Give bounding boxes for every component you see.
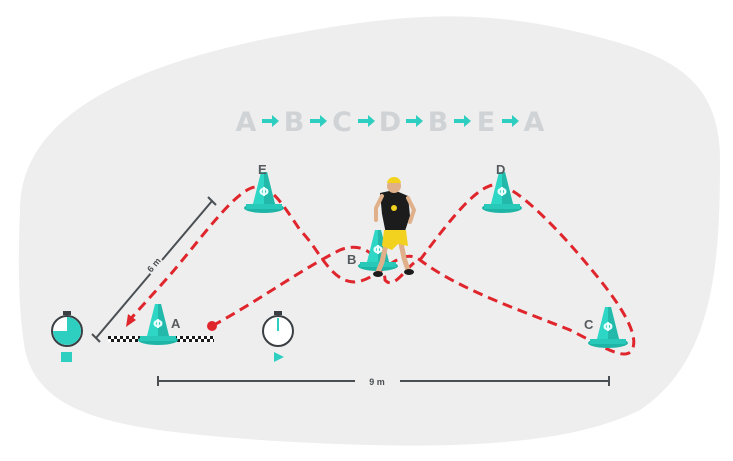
svg-text:Φ: Φ: [497, 185, 507, 199]
sprinting-player-figure: [373, 177, 417, 277]
diagonal-dimension: 6 m: [91, 196, 217, 343]
sequence-arrow-icon: [406, 115, 423, 127]
stopwatch-stop-icon: [51, 311, 83, 362]
svg-text:Φ: Φ: [373, 243, 383, 257]
cone-b: Φ: [358, 230, 398, 271]
cone-b-label: B: [347, 252, 356, 267]
sequence-letter: B: [428, 107, 449, 138]
cone-e-label: E: [258, 162, 267, 177]
sequence-letter: E: [477, 107, 495, 138]
sequence-arrow-icon: [454, 115, 471, 127]
cone-a-label: A: [171, 316, 181, 331]
cone-c-label: C: [584, 317, 594, 332]
start-point: [207, 321, 217, 331]
sequence-arrow-icon: [262, 115, 279, 127]
cone-e: Φ: [244, 172, 284, 213]
sequence-arrow-icon: [502, 115, 519, 127]
path-arrowhead: [126, 314, 136, 327]
svg-text:Φ: Φ: [153, 317, 163, 331]
sequence-letter: A: [524, 107, 545, 138]
sequence-arrow-icon: [310, 115, 327, 127]
cone-d: Φ: [482, 172, 522, 213]
svg-text:Φ: Φ: [603, 320, 613, 334]
sequence-letter: B: [284, 107, 305, 138]
sequence-letter: A: [236, 107, 257, 138]
sequence-letter: C: [332, 107, 352, 138]
svg-text:Φ: Φ: [259, 185, 269, 199]
width-dimension: 9 m: [157, 376, 610, 387]
cone-d-label: D: [496, 162, 505, 177]
cone-c: Φ: [588, 307, 628, 348]
width-dimension-label: 9 m: [369, 377, 385, 387]
cone-a: Φ: [138, 304, 178, 345]
stopwatch-start-icon: [262, 311, 294, 362]
sequence-arrow-icon: [358, 115, 375, 127]
sequence-letter: D: [379, 107, 401, 138]
